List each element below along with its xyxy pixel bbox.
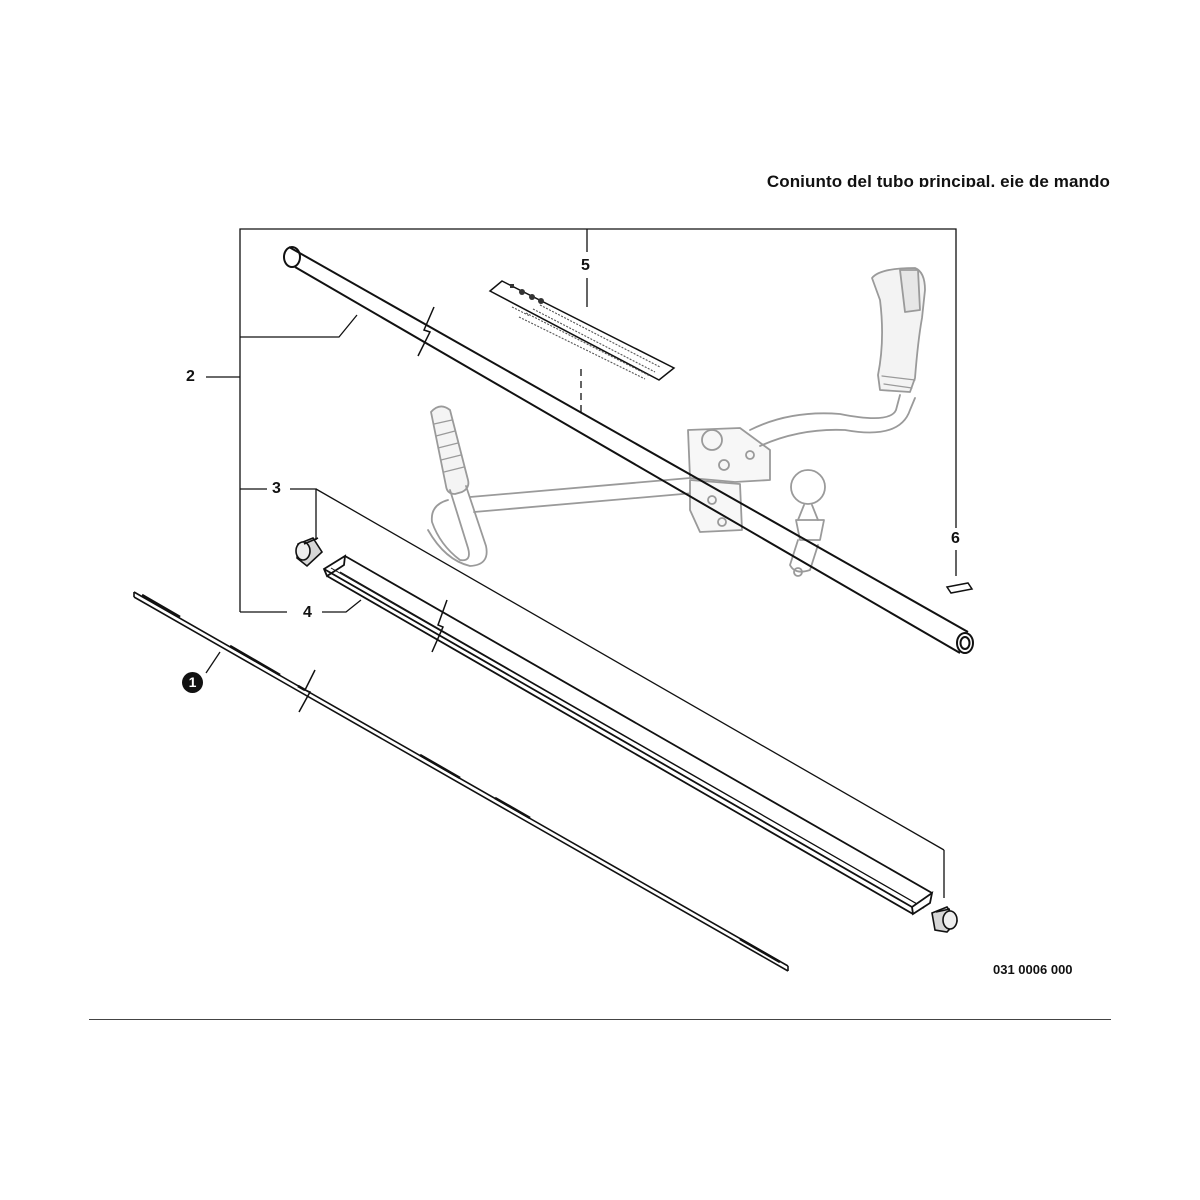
main-tube — [283, 246, 974, 654]
leader-lines — [205, 228, 957, 898]
page-title: Conjunto del tubo principal, eje de mand… — [766, 172, 1110, 187]
small-plate — [945, 582, 974, 594]
callout-1-badge: 1 — [182, 672, 203, 693]
callout-5: 5 — [581, 257, 590, 274]
shaft-liner — [322, 554, 934, 916]
header-clip: Conjunto del tubo principal, eje de mand… — [700, 168, 1120, 187]
callout-3: 3 — [272, 480, 281, 497]
callout-6: 6 — [951, 530, 960, 547]
break-marks — [298, 306, 448, 713]
decal-label — [488, 280, 676, 381]
callout-2: 2 — [186, 368, 195, 385]
bushing-upper — [295, 537, 324, 568]
drive-shaft — [133, 591, 789, 972]
footer-divider — [89, 1019, 1111, 1020]
reference-code: 031 0006 000 — [993, 962, 1073, 977]
ghost-handle-assembly — [427, 267, 926, 577]
callout-4: 4 — [303, 604, 312, 621]
bushing-lower — [931, 906, 959, 933]
